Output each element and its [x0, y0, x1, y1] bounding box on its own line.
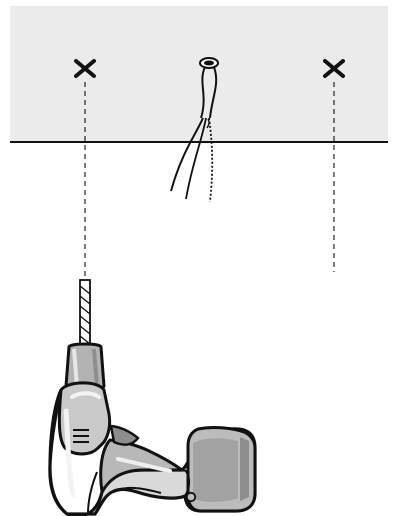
cordless-drill-icon	[50, 344, 255, 516]
ceiling-panel	[10, 6, 388, 142]
